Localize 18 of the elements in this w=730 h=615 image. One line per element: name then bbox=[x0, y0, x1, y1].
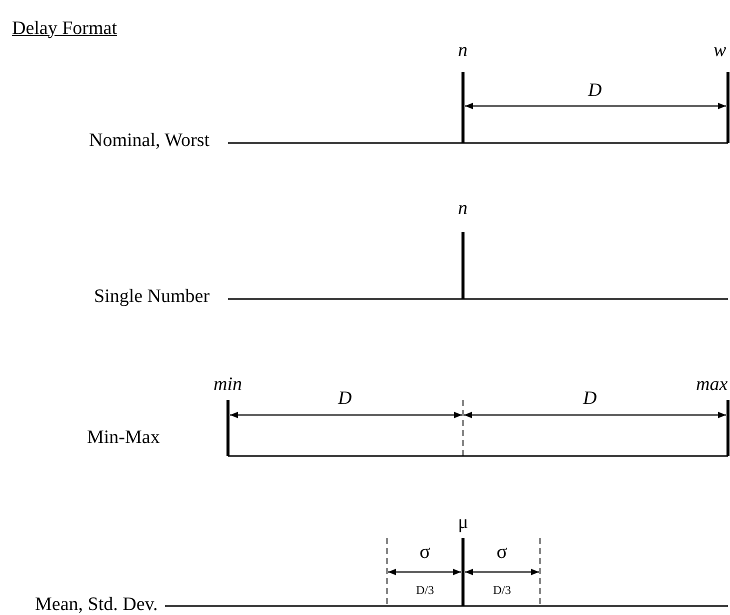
sigma-label: σ bbox=[496, 542, 508, 562]
dimension-label: D bbox=[588, 80, 602, 100]
sigma-label: σ bbox=[420, 542, 430, 562]
dimension-label: D/3 bbox=[416, 584, 434, 596]
dimension-label: D bbox=[583, 388, 597, 408]
mu-label: μ bbox=[458, 512, 468, 532]
row-label: Min-Max bbox=[87, 428, 160, 446]
tick-label: w bbox=[714, 40, 726, 60]
row-label: Nominal, Worst bbox=[89, 130, 210, 150]
heading: Delay Format bbox=[12, 18, 118, 38]
row-label: Mean, Std. Dev. bbox=[35, 594, 158, 614]
dimension-label: D/3 bbox=[493, 584, 511, 596]
dimension-label: D bbox=[338, 388, 352, 408]
tick-label: max bbox=[696, 374, 728, 394]
row-label: Single Number bbox=[94, 286, 210, 306]
tick-label: n bbox=[458, 198, 468, 218]
tick-label: min bbox=[214, 374, 242, 394]
tick-label: n bbox=[458, 40, 468, 60]
